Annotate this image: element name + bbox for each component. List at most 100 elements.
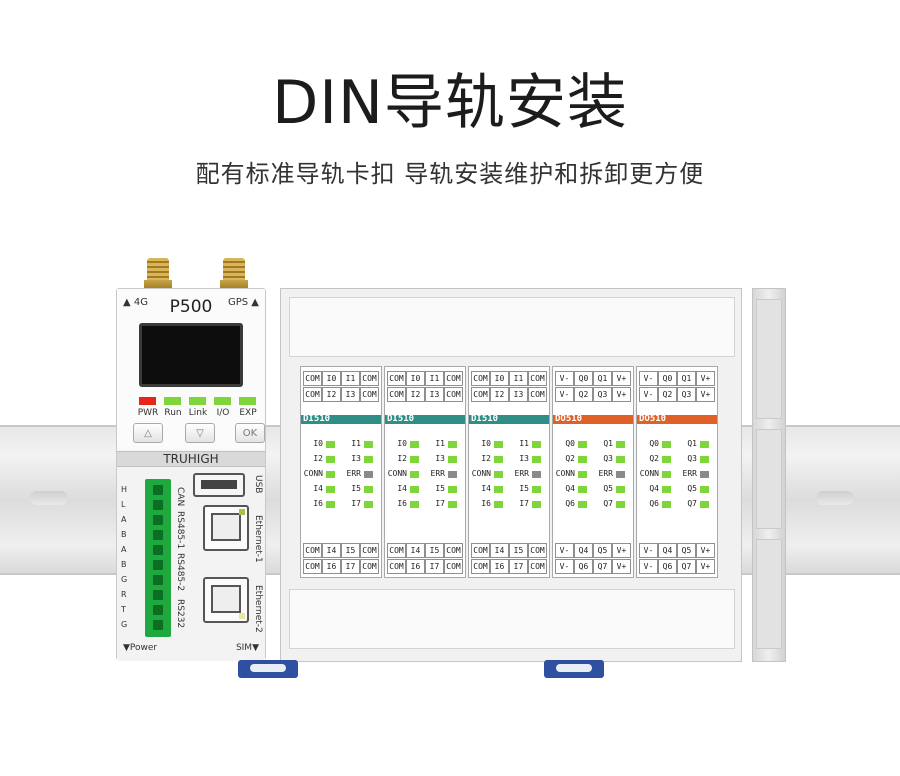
terminal[interactable]: I0 — [490, 371, 509, 386]
terminal[interactable]: I0 — [322, 371, 341, 386]
terminal[interactable]: COM — [444, 559, 463, 574]
up-button[interactable]: △ — [133, 423, 163, 443]
terminal[interactable]: I5 — [425, 543, 444, 558]
terminal[interactable]: COM — [444, 387, 463, 402]
terminal[interactable]: I1 — [509, 371, 528, 386]
usb-port[interactable] — [193, 473, 245, 497]
terminal-pin[interactable] — [153, 575, 163, 585]
terminal-pin[interactable] — [153, 620, 163, 630]
terminal[interactable]: V- — [639, 543, 658, 558]
terminal[interactable]: V+ — [612, 543, 631, 558]
terminal[interactable]: Q0 — [658, 371, 677, 386]
terminal-block[interactable] — [145, 479, 171, 637]
terminal[interactable]: V+ — [696, 543, 715, 558]
terminal[interactable]: COM — [387, 371, 406, 386]
terminal[interactable]: COM — [387, 559, 406, 574]
terminal[interactable]: I3 — [341, 387, 360, 402]
terminal[interactable]: Q7 — [677, 559, 696, 574]
down-button[interactable]: ▽ — [185, 423, 215, 443]
ok-button[interactable]: OK — [235, 423, 265, 443]
terminal[interactable]: I0 — [406, 371, 425, 386]
terminal-pin[interactable] — [153, 500, 163, 510]
terminal[interactable]: COM — [387, 543, 406, 558]
terminal[interactable]: I4 — [490, 543, 509, 558]
terminal[interactable]: Q3 — [677, 387, 696, 402]
label-rs485-1: RS485-1 — [175, 511, 185, 550]
terminal[interactable]: V+ — [612, 371, 631, 386]
terminal[interactable]: COM — [303, 543, 322, 558]
terminal[interactable]: I2 — [490, 387, 509, 402]
terminal[interactable]: Q6 — [574, 559, 593, 574]
terminal[interactable]: V- — [555, 371, 574, 386]
terminal[interactable]: Q2 — [658, 387, 677, 402]
din-clip-left[interactable] — [238, 660, 298, 678]
ethernet-1-port[interactable] — [203, 505, 249, 551]
terminal[interactable]: COM — [471, 371, 490, 386]
terminal[interactable]: Q1 — [593, 371, 612, 386]
terminal[interactable]: COM — [387, 387, 406, 402]
terminal[interactable]: COM — [303, 387, 322, 402]
terminal[interactable]: V+ — [612, 387, 631, 402]
terminal[interactable]: I4 — [406, 543, 425, 558]
terminal[interactable]: Q7 — [593, 559, 612, 574]
terminal[interactable]: I6 — [406, 559, 425, 574]
terminal[interactable]: Q0 — [574, 371, 593, 386]
terminal[interactable]: Q4 — [658, 543, 677, 558]
terminal[interactable]: Q1 — [677, 371, 696, 386]
terminal[interactable]: I3 — [425, 387, 444, 402]
terminal[interactable]: I5 — [341, 543, 360, 558]
terminal[interactable]: Q2 — [574, 387, 593, 402]
terminal[interactable]: Q4 — [574, 543, 593, 558]
terminal-pin[interactable] — [153, 530, 163, 540]
terminal[interactable]: I7 — [341, 559, 360, 574]
terminal[interactable]: V+ — [696, 559, 715, 574]
terminal-pin[interactable] — [153, 485, 163, 495]
terminal-pin[interactable] — [153, 605, 163, 615]
terminal[interactable]: I1 — [425, 371, 444, 386]
terminal-pin[interactable] — [153, 515, 163, 525]
terminal[interactable]: COM — [528, 371, 547, 386]
terminal[interactable]: COM — [471, 559, 490, 574]
terminal[interactable]: Q5 — [677, 543, 696, 558]
terminal[interactable]: V- — [555, 387, 574, 402]
terminal[interactable]: I1 — [341, 371, 360, 386]
terminal[interactable]: COM — [471, 387, 490, 402]
terminal[interactable]: I7 — [509, 559, 528, 574]
terminal[interactable]: V- — [639, 371, 658, 386]
terminal[interactable]: COM — [528, 387, 547, 402]
terminal[interactable]: I7 — [425, 559, 444, 574]
terminal[interactable]: COM — [360, 371, 379, 386]
terminal[interactable]: COM — [444, 543, 463, 558]
din-clip-right[interactable] — [544, 660, 604, 678]
terminal[interactable]: V- — [639, 387, 658, 402]
terminal[interactable]: V+ — [696, 371, 715, 386]
terminal[interactable]: COM — [303, 371, 322, 386]
terminal[interactable]: Q5 — [593, 543, 612, 558]
terminal[interactable]: COM — [528, 543, 547, 558]
terminal[interactable]: V+ — [696, 387, 715, 402]
terminal[interactable]: V- — [639, 559, 658, 574]
terminal[interactable]: COM — [528, 559, 547, 574]
terminal[interactable]: Q6 — [658, 559, 677, 574]
terminal[interactable]: V- — [555, 559, 574, 574]
terminal[interactable]: V+ — [612, 559, 631, 574]
terminal[interactable]: COM — [360, 559, 379, 574]
terminal-pin[interactable] — [153, 545, 163, 555]
terminal-pin[interactable] — [153, 560, 163, 570]
terminal[interactable]: I2 — [406, 387, 425, 402]
terminal[interactable]: I5 — [509, 543, 528, 558]
terminal[interactable]: I3 — [509, 387, 528, 402]
terminal[interactable]: COM — [444, 371, 463, 386]
terminal[interactable]: COM — [471, 543, 490, 558]
terminal[interactable]: COM — [360, 543, 379, 558]
ethernet-2-port[interactable] — [203, 577, 249, 623]
terminal[interactable]: I6 — [490, 559, 509, 574]
terminal[interactable]: COM — [303, 559, 322, 574]
terminal[interactable]: COM — [360, 387, 379, 402]
terminal[interactable]: I6 — [322, 559, 341, 574]
terminal[interactable]: I2 — [322, 387, 341, 402]
terminal[interactable]: Q3 — [593, 387, 612, 402]
terminal-pin[interactable] — [153, 590, 163, 600]
terminal[interactable]: V- — [555, 543, 574, 558]
terminal[interactable]: I4 — [322, 543, 341, 558]
